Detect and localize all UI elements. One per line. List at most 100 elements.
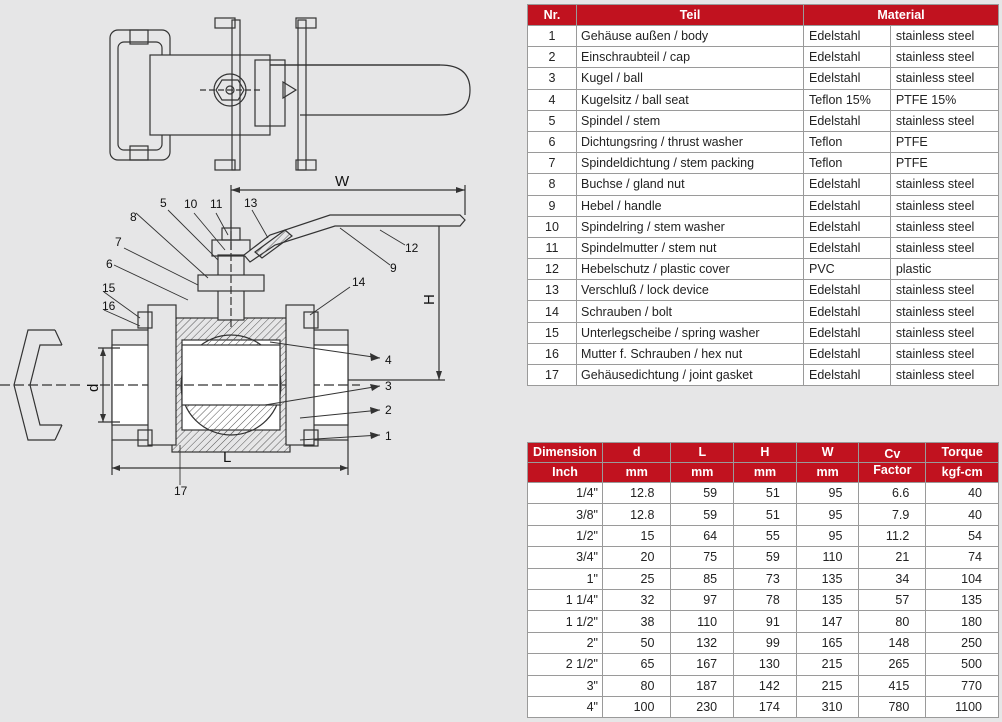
dims-cell-cv: 34 <box>858 567 927 590</box>
dims-header-w: W <box>795 442 860 463</box>
dims-header-cv: Cv <box>858 442 927 463</box>
dims-cell-cv: 6.6 <box>858 481 927 505</box>
dimension-h <box>330 218 445 381</box>
dims-cell-h: 55 <box>733 524 797 548</box>
callout-7: 7 <box>115 235 122 249</box>
dims-cell-h: 174 <box>733 695 797 719</box>
parts-cell-nr: 17 <box>527 363 577 387</box>
dim-label-w: W <box>335 173 350 190</box>
dim-label-h: H <box>421 294 438 305</box>
parts-cell-material-en: stainless steel <box>889 363 1000 387</box>
parts-cell-material-de: Edelstahl <box>803 342 891 366</box>
dims-cell-torque: 54 <box>925 524 999 548</box>
parts-cell-nr: 5 <box>527 109 577 132</box>
callout-14: 14 <box>352 275 366 289</box>
parts-cell-nr: 10 <box>527 215 577 238</box>
parts-header-teil: Teil <box>576 4 804 26</box>
callout-11: 11 <box>210 197 223 211</box>
callout-1: 1 <box>385 429 392 443</box>
dims-cell-d: 32 <box>601 588 672 612</box>
dims-unit-cv: Factor <box>858 462 927 483</box>
dims-header-torque: Torque <box>925 442 999 463</box>
callout-8: 8 <box>130 210 137 224</box>
dims-header-l: L <box>670 442 735 463</box>
parts-header-row: Nr. Teil Material <box>527 4 999 26</box>
parts-cell-material-en: stainless steel <box>889 173 1000 196</box>
parts-cell-material-en: stainless steel <box>889 215 1000 238</box>
dims-cell-h: 91 <box>733 610 797 633</box>
callout-17: 17 <box>174 484 188 498</box>
parts-cell-material-de: Edelstahl <box>803 363 891 387</box>
parts-cell-teil: Mutter f. Schrauben / hex nut <box>576 342 804 366</box>
dims-cell-w: 147 <box>795 610 860 633</box>
parts-header-material: Material <box>803 4 999 26</box>
parts-cell-teil: Hebelschutz / plastic cover <box>576 258 804 281</box>
dims-cell-cv: 415 <box>858 674 927 697</box>
dims-cell-h: 51 <box>733 503 797 526</box>
parts-cell-material-de: Edelstahl <box>803 215 891 238</box>
callout-13: 13 <box>244 196 258 210</box>
parts-cell-nr: 15 <box>527 321 577 344</box>
dims-cell-d: 50 <box>601 631 672 655</box>
dims-cell-torque: 40 <box>925 481 999 505</box>
parts-cell-material-en: stainless steel <box>889 321 1000 344</box>
dims-cell-h: 142 <box>733 674 797 697</box>
parts-cell-nr: 16 <box>527 342 577 366</box>
dims-cell-h: 73 <box>733 567 797 590</box>
parts-cell-nr: 4 <box>527 88 577 111</box>
parts-cell-material-en: PTFE <box>889 152 1000 175</box>
dims-cell-cv: 265 <box>858 653 927 676</box>
dims-cell-cv: 11.2 <box>858 524 927 548</box>
dims-cell-cv: 80 <box>858 610 927 633</box>
top-view <box>109 17 471 171</box>
parts-cell-material-de: Edelstahl <box>803 24 891 48</box>
callout-3: 3 <box>385 379 392 393</box>
parts-cell-nr: 1 <box>527 24 577 48</box>
parts-cell-material-de: Edelstahl <box>803 109 891 132</box>
dims-cell-d: 20 <box>601 546 672 569</box>
callout-6: 6 <box>106 257 113 271</box>
parts-cell-teil: Schrauben / bolt <box>576 300 804 323</box>
callout-9: 9 <box>390 261 397 275</box>
dim-label-l: L <box>223 449 231 466</box>
parts-cell-material-en: PTFE <box>889 130 1000 154</box>
dims-cell-torque: 104 <box>925 567 999 590</box>
dims-unit-l: mm <box>670 462 735 483</box>
dims-cell-d: 38 <box>601 610 672 633</box>
dimension-d <box>98 347 120 423</box>
parts-cell-nr: 3 <box>527 67 577 90</box>
dims-unit-h: mm <box>733 462 797 483</box>
parts-cell-teil: Spindelring / stem washer <box>576 215 804 238</box>
dims-cell-w: 215 <box>795 653 860 676</box>
parts-cell-material-de: Edelstahl <box>803 173 891 196</box>
parts-cell-teil: Gehäuse außen / body <box>576 24 804 48</box>
dims-cell-l: 64 <box>670 524 735 548</box>
dims-cell-h: 78 <box>733 588 797 612</box>
dims-cell-torque: 180 <box>925 610 999 633</box>
dims-header-row-units: Inch mm mm mm mm Factor kgf-cm <box>527 462 999 483</box>
dims-cell-w: 135 <box>795 567 860 590</box>
dims-cell-cv: 780 <box>858 695 927 719</box>
dims-cell-h: 59 <box>733 546 797 569</box>
dim-label-d: d <box>85 384 102 392</box>
parts-cell-material-de: Edelstahl <box>803 300 891 323</box>
dims-cell-d: 15 <box>601 524 672 548</box>
callout-12: 12 <box>405 241 419 255</box>
dims-cell-cv: 57 <box>858 588 927 612</box>
dims-cell-torque: 135 <box>925 588 999 612</box>
